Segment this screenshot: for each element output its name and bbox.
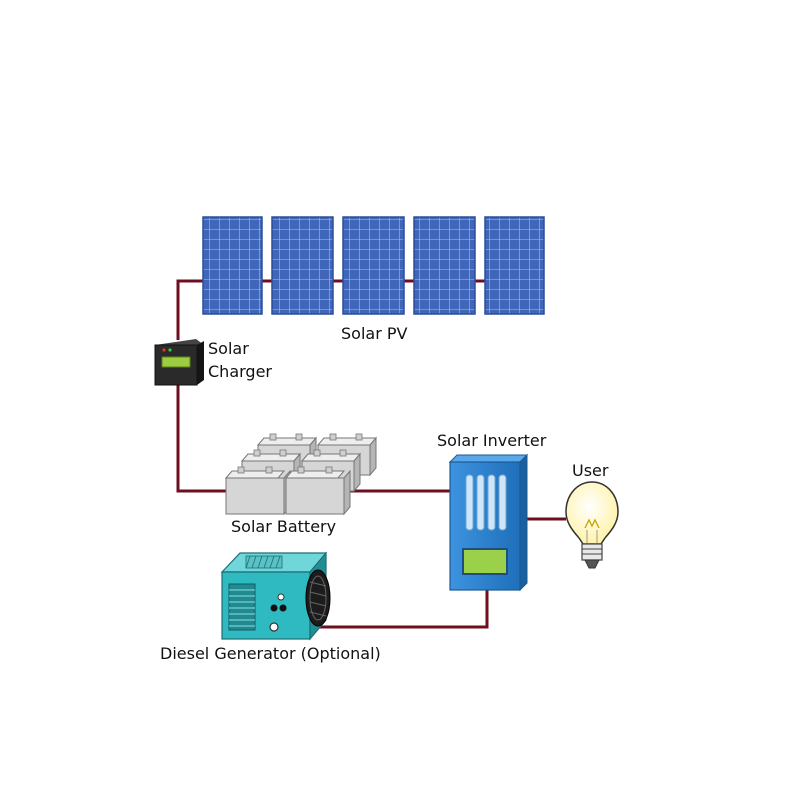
solar-panel-icon — [271, 216, 334, 315]
battery-icon — [224, 466, 291, 516]
diesel-generator-label: Diesel Generator (Optional) — [160, 644, 381, 663]
solar-battery-label: Solar Battery — [231, 517, 337, 536]
solar-pv-label: Solar PV — [341, 324, 408, 343]
generator-icon — [220, 551, 331, 641]
light-bulb-icon — [565, 481, 619, 569]
user-label: User — [572, 461, 609, 480]
battery-icon — [284, 466, 351, 516]
wire-generator-to-inverter — [276, 590, 489, 629]
solar-pv-array — [202, 216, 545, 315]
solar-inverter-label: Solar Inverter — [437, 431, 547, 450]
solar-panel-icon — [413, 216, 476, 315]
wire-charger-to-battery — [176, 385, 228, 493]
wiring — [176, 279, 566, 629]
inverter-icon — [448, 453, 529, 592]
solar-panel-icon — [484, 216, 545, 315]
charge-controller-icon — [154, 339, 204, 386]
battery-bank — [224, 433, 378, 516]
solar-panel-icon — [202, 216, 263, 315]
solar-panel-icon — [342, 216, 405, 315]
solar-charger-label: Solar Charger — [208, 339, 272, 381]
wire-pv-to-charger — [176, 279, 203, 340]
